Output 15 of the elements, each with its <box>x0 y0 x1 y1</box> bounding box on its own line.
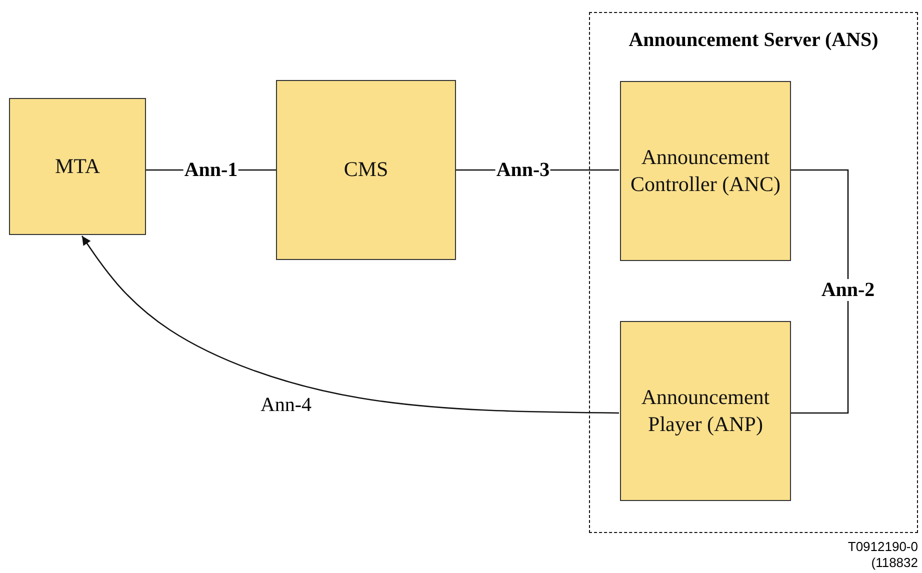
node-label: MTA <box>55 152 100 180</box>
process-box <box>9 98 146 235</box>
process-box <box>276 80 456 260</box>
connector-line <box>790 169 849 414</box>
node-label: Announcement Player (ANP) <box>640 384 771 438</box>
edge-label: Ann-2 <box>820 279 876 301</box>
process-box <box>620 321 791 501</box>
group-container <box>589 12 918 533</box>
node-label: Announcement Controller (ANC) <box>630 144 781 198</box>
arrow <box>81 236 619 414</box>
figure-id-note: (118832 <box>871 555 918 570</box>
node-label: CMS <box>344 156 388 184</box>
process-box <box>620 81 791 261</box>
figure-id-note: T0912190-0 <box>848 539 918 554</box>
group-title: Announcement Server (ANS) <box>628 29 880 52</box>
